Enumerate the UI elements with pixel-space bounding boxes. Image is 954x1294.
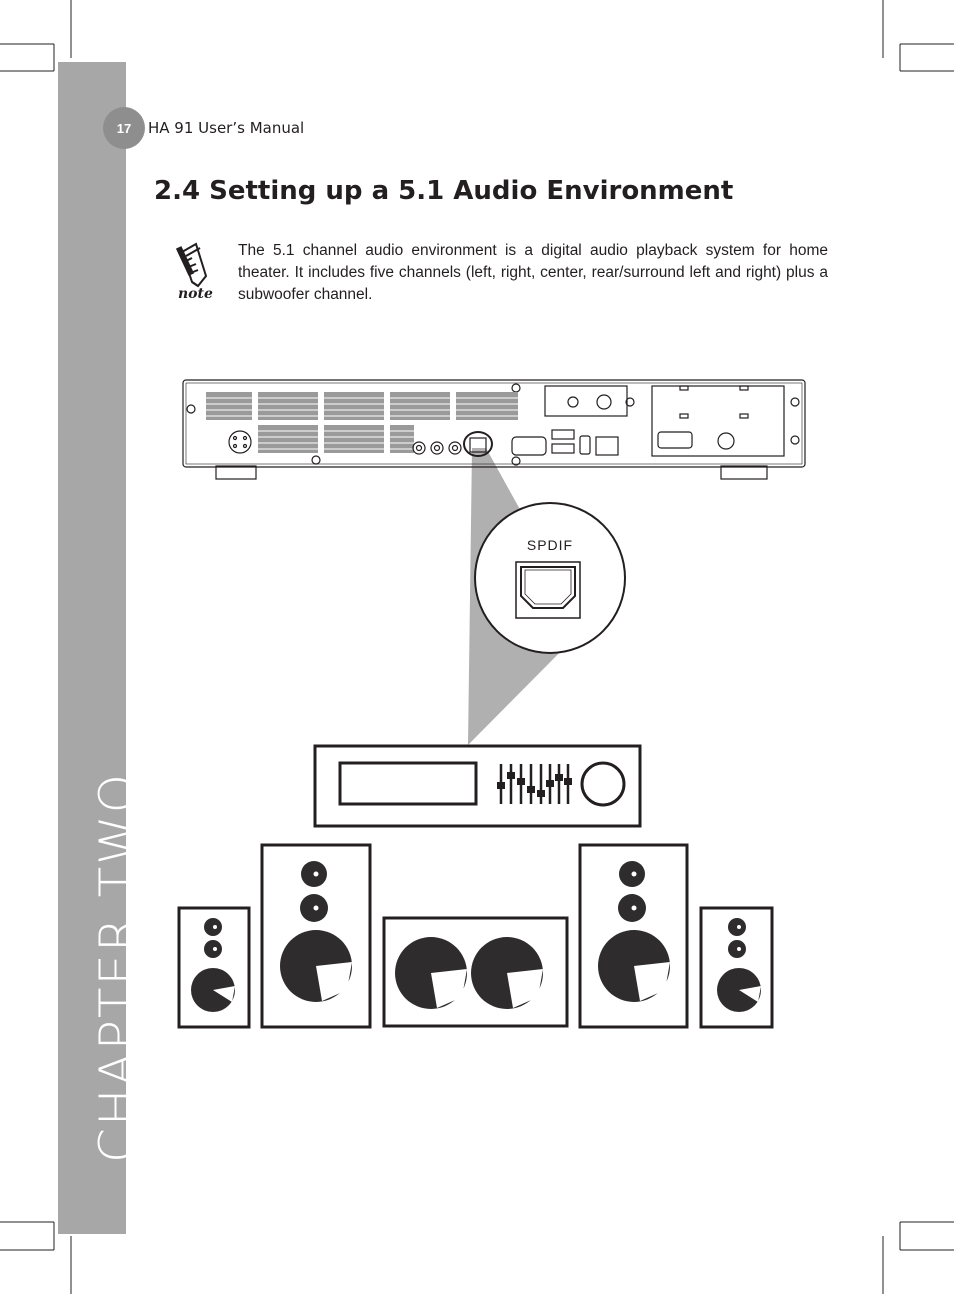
chapter-side-bar <box>58 62 126 1234</box>
note-pencil-icon: note <box>175 242 213 302</box>
rear-right-speaker <box>699 906 774 1029</box>
front-right-speaker <box>578 843 689 1029</box>
section-title: 2.4 Setting up a 5.1 Audio Environment <box>154 176 734 206</box>
front-left-speaker <box>260 843 372 1029</box>
rear-left-speaker <box>177 906 251 1029</box>
spdif-label: SPDIF <box>526 537 574 553</box>
av-receiver <box>313 744 642 828</box>
note-icon-label: note <box>178 286 213 302</box>
page-number: 17 <box>103 107 145 149</box>
spdif-port-icon <box>520 566 576 609</box>
center-speaker <box>382 916 569 1028</box>
running-head: HA 91 User’s Manual <box>148 119 305 137</box>
spdif-callout <box>474 502 626 654</box>
note-text: The 5.1 channel audio environment is a d… <box>238 242 828 303</box>
pc-back-panel <box>182 379 806 480</box>
